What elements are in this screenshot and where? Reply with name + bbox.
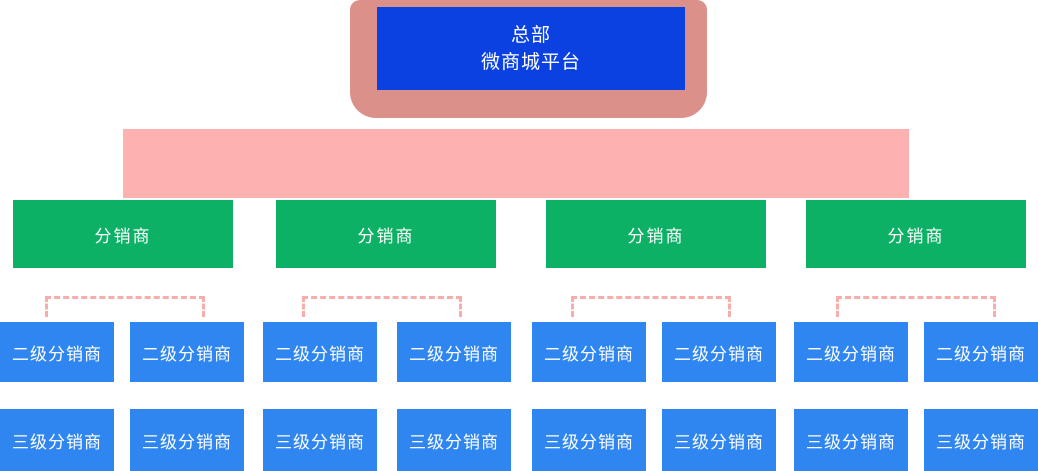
third-level-node: 三级分销商	[0, 409, 114, 471]
third-level-node: 三级分销商	[794, 409, 908, 471]
second-level-node: 二级分销商	[662, 322, 776, 382]
pair-connector	[45, 296, 205, 317]
second-level-node: 二级分销商	[0, 322, 114, 382]
third-level-node: 三级分销商	[924, 409, 1038, 471]
third-level-node: 三级分销商	[397, 409, 511, 471]
pair-connector	[302, 296, 462, 317]
third-level-node: 三级分销商	[130, 409, 244, 471]
root-node: 总部 微商城平台	[377, 7, 685, 90]
distributor-node: 分销商	[276, 200, 496, 268]
distributor-node: 分销商	[13, 200, 233, 268]
second-level-node: 二级分销商	[397, 322, 511, 382]
distributor-node: 分销商	[806, 200, 1026, 268]
connector-bar	[123, 129, 909, 198]
root-node-title: 总部	[510, 24, 551, 46]
third-level-node: 三级分销商	[662, 409, 776, 471]
pair-connector	[836, 296, 996, 317]
second-level-node: 二级分销商	[263, 322, 377, 382]
second-level-node: 二级分销商	[794, 322, 908, 382]
root-node-subtitle: 微商城平台	[480, 51, 581, 73]
second-level-node: 二级分销商	[130, 322, 244, 382]
third-level-node: 三级分销商	[263, 409, 377, 471]
distributor-node: 分销商	[546, 200, 766, 268]
second-level-node: 二级分销商	[532, 322, 646, 382]
third-level-node: 三级分销商	[532, 409, 646, 471]
pair-connector	[571, 296, 731, 317]
second-level-node: 二级分销商	[924, 322, 1038, 382]
